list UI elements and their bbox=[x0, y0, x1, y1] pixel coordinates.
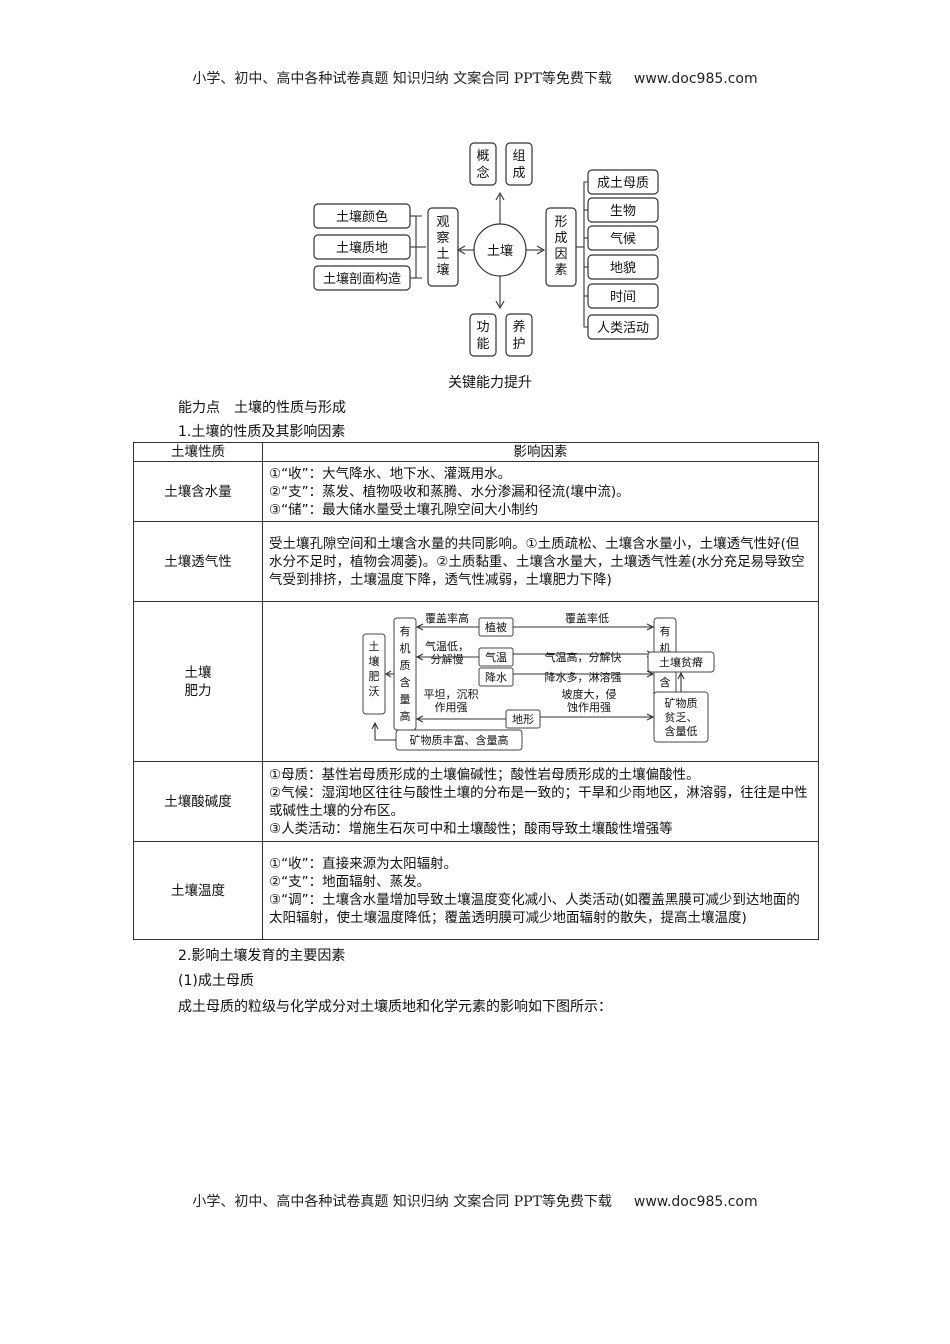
mm-left-item-3: 土壤剖面构造 bbox=[323, 271, 401, 287]
subheading-2-1: (1)成土母质 bbox=[178, 973, 254, 989]
table-row: 土壤肥力 土壤肥沃 有机质含量高 植被 bbox=[133, 601, 819, 762]
row-key: 土壤透气性 bbox=[133, 521, 263, 602]
row-line: ③人类活动：增施生石灰可中和土壤酸性；酸雨导致土壤酸性增强等 bbox=[269, 820, 673, 837]
row-key: 土壤含水量 bbox=[133, 461, 263, 522]
row-key: 土壤酸碱度 bbox=[133, 761, 263, 842]
row-line: ②气候：湿润地区往往与酸性土壤的分布是一致的；干旱和少雨地区，淋溶弱，往往是中性… bbox=[269, 784, 808, 819]
footer-url[interactable]: www.doc985.com bbox=[633, 1194, 758, 1210]
page-footer: 小学、初中、高中各种试卷真题 知识归纳 文案合同 PPT等免费下载 www.doc… bbox=[0, 1191, 950, 1211]
mm-right-item-6: 人类活动 bbox=[597, 321, 649, 336]
fertility-diagram-right-part: 土壤贫瘠 矿物质贫乏、含量低 bbox=[647, 651, 715, 743]
row-value: ①“收”：直接来源为太阳辐射。 ②“支”：地面辐射、蒸发。 ③“调”：土壤含水量… bbox=[262, 841, 819, 940]
table-row: 土壤温度 ①“收”：直接来源为太阳辐射。 ②“支”：地面辐射、蒸发。 ③“调”：… bbox=[133, 841, 819, 940]
mm-right-item-2: 生物 bbox=[610, 204, 636, 219]
row-line: ③“调”：土壤含水量增加导致土壤温度变化减小、人类活动(如覆盖黑膜可减少到达地面… bbox=[269, 891, 800, 926]
row-line: ①“收”：大气降水、地下水、灌溉用水。 bbox=[269, 465, 512, 482]
soil-concept-map: 土壤 概念 组成 功能 养护 观察土壤 土壤颜色 土壤质地 土壤剖面构造 形成因… bbox=[313, 142, 659, 357]
table-header-factors: 影响因素 bbox=[262, 442, 819, 462]
fd-factor-landform: 地形 bbox=[512, 713, 534, 726]
fd-factor-precipitation: 降水 bbox=[485, 670, 507, 684]
mm-bottom-1: 功能 bbox=[476, 320, 489, 352]
fd-left-label-1: 覆盖率高 bbox=[425, 612, 469, 625]
mm-left-item-1: 土壤颜色 bbox=[336, 209, 388, 225]
fd-fertile: 土壤肥沃 bbox=[368, 640, 379, 698]
mm-top-2: 组成 bbox=[512, 149, 525, 181]
fd-mineral-poor: 矿物质贫乏、含量低 bbox=[665, 696, 698, 738]
fd-poor: 土壤贫瘠 bbox=[659, 655, 703, 669]
row-line: ②“支”：蒸发、植物吸收和蒸腾、水分渗漏和径流(壤中流)。 bbox=[269, 483, 630, 500]
fd-left-label-3: 平坦，沉积作用强 bbox=[423, 687, 478, 714]
mm-right-item-3: 气候 bbox=[610, 231, 636, 247]
table-header-row: 土壤性质 影响因素 bbox=[133, 442, 819, 462]
point-title: 能力点 土壤的性质与形成 bbox=[178, 400, 346, 416]
row-key: 土壤温度 bbox=[133, 841, 263, 940]
row-line: ②“支”：地面辐射、蒸发。 bbox=[269, 873, 431, 890]
mm-right-item-4: 地貌 bbox=[610, 261, 636, 276]
fertility-diagram-bottom-part: 矿物质丰富、含量高 bbox=[371, 722, 523, 751]
row-value: ①“收”：大气降水、地下水、灌溉用水。 ②“支”：蒸发、植物吸收和蒸腾、水分渗漏… bbox=[262, 461, 819, 522]
fd-factor-temperature: 气温 bbox=[485, 650, 507, 664]
fd-mineral-rich: 矿物质丰富、含量高 bbox=[410, 733, 509, 747]
body-paragraph: 成土母质的粒级与化学成分对土壤质地和化学元素的影响如下图所示： bbox=[178, 999, 612, 1015]
fd-right-label-1: 覆盖率低 bbox=[565, 612, 609, 625]
row-value: 土壤肥沃 有机质含量高 植被 气温 降水 地形 覆盖率高 bbox=[262, 601, 819, 762]
mm-right-item-5: 时间 bbox=[610, 290, 636, 305]
mm-bottom-2: 养护 bbox=[512, 319, 525, 352]
row-line: ①母质：基性岩母质形成的土壤偏碱性；酸性岩母质形成的土壤偏酸性。 bbox=[269, 766, 700, 783]
row-line: ③“储”：最大储水量受土壤孔隙空间大小制约 bbox=[269, 501, 539, 518]
mm-right-item-1: 成土母质 bbox=[597, 176, 649, 191]
table-row: 土壤含水量 ①“收”：大气降水、地下水、灌溉用水。 ②“支”：蒸发、植物吸收和蒸… bbox=[133, 461, 819, 522]
subheading-1: 1.土壤的性质及其影响因素 bbox=[178, 424, 346, 440]
mm-center: 土壤 bbox=[487, 243, 513, 259]
row-value: ①母质：基性岩母质形成的土壤偏碱性；酸性岩母质形成的土壤偏酸性。 ②气候：湿润地… bbox=[262, 761, 819, 842]
mm-right-hub: 形成因素 bbox=[554, 215, 567, 278]
fd-left-label-2: 气温低，分解慢 bbox=[425, 639, 469, 666]
header-url[interactable]: www.doc985.com bbox=[633, 71, 758, 87]
fd-high-organic: 有机质含量高 bbox=[399, 624, 410, 723]
table-header-property: 土壤性质 bbox=[133, 442, 263, 462]
page-header: 小学、初中、高中各种试卷真题 知识归纳 文案合同 PPT等免费下载 www.doc… bbox=[0, 68, 950, 88]
section-title: 关键能力提升 bbox=[448, 375, 532, 391]
mm-left-hub: 观察土壤 bbox=[436, 215, 449, 278]
header-text: 小学、初中、高中各种试卷真题 知识归纳 文案合同 PPT等免费下载 bbox=[192, 71, 612, 87]
subheading-2: 2.影响土壤发育的主要因素 bbox=[178, 948, 346, 964]
table-row: 土壤透气性 受土壤孔隙空间和土壤含水量的共同影响。①土质疏松、土壤含水量小，土壤… bbox=[133, 521, 819, 602]
row-line: ①“收”：直接来源为太阳辐射。 bbox=[269, 855, 458, 872]
table-row: 土壤酸碱度 ①母质：基性岩母质形成的土壤偏碱性；酸性岩母质形成的土壤偏酸性。 ②… bbox=[133, 761, 819, 842]
fd-right-label-4: 坡度大，侵蚀作用强 bbox=[561, 687, 616, 714]
footer-text: 小学、初中、高中各种试卷真题 知识归纳 文案合同 PPT等免费下载 bbox=[192, 1194, 612, 1210]
row-value: 受土壤孔隙空间和土壤含水量的共同影响。①土质疏松、土壤含水量小，土壤透气性好(但… bbox=[262, 521, 819, 602]
fd-factor-vegetation: 植被 bbox=[485, 620, 507, 634]
row-key: 土壤肥力 bbox=[133, 601, 263, 762]
mm-left-item-2: 土壤质地 bbox=[336, 240, 388, 256]
soil-properties-table: 土壤性质 影响因素 土壤含水量 ①“收”：大气降水、地下水、灌溉用水。 ②“支”… bbox=[133, 442, 819, 940]
mm-top-1: 概念 bbox=[476, 149, 489, 181]
